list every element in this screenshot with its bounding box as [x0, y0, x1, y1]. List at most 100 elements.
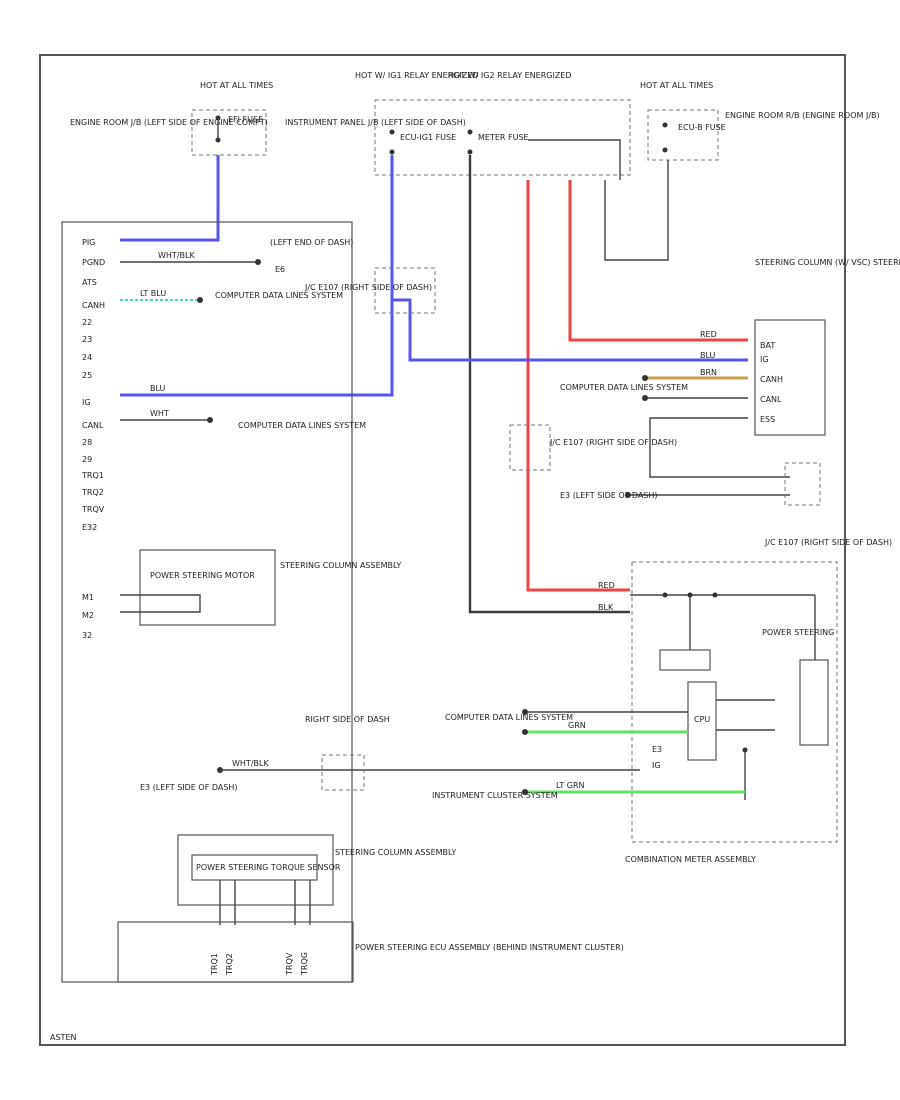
- ecu-pin-label: ATS: [82, 278, 97, 287]
- meter-lcd-box: [799, 659, 829, 746]
- ecu-pin-label: 32: [82, 631, 92, 640]
- ecu-pin-label: TRQ1: [81, 471, 104, 480]
- wire-jb-internal: [528, 139, 621, 180]
- jc-left-box: [374, 267, 436, 314]
- efi-fuse-label: EFI FUSE: [228, 115, 263, 124]
- ecu-pin-label: CANH: [82, 301, 105, 310]
- connector-point: [522, 729, 528, 735]
- motor-winding: [120, 594, 201, 613]
- sensor-pin-label: CANH: [760, 375, 783, 384]
- junction-dot: [712, 592, 718, 598]
- steering-column-label-1: STEERING COLUMN ASSEMBLY: [280, 561, 401, 570]
- steering-sensor-label: STEERING COLUMN (W/ VSC) STEERING SENSOR: [755, 258, 900, 267]
- combination-meter-label: COMBINATION METER ASSEMBLY: [625, 855, 756, 864]
- ps-motor-box: [139, 549, 276, 626]
- fuse-terminal: [467, 149, 473, 155]
- ecu-pin-label: 29: [82, 455, 92, 464]
- connector-point: [522, 709, 528, 715]
- ecu-pin-label: PIG: [82, 238, 95, 247]
- ecu-pin-label: M2: [82, 611, 94, 620]
- meter-cpu-box: [687, 681, 717, 761]
- wire-label-wht-blk-2: WHT/BLK: [232, 759, 269, 768]
- ecu-bottom-pin-label: TRQV: [285, 952, 294, 976]
- ig-label: IG: [652, 761, 661, 770]
- wire-label-blu-2: BLU: [700, 351, 716, 360]
- diagram-frame: [39, 54, 846, 1046]
- wire-ecu-b: [604, 160, 669, 261]
- ecu-pin-label: 23: [82, 335, 92, 344]
- sensor-pin-label: IG: [760, 355, 769, 364]
- fuse-terminal: [662, 122, 668, 128]
- wire-sensor-bat-red: [568, 180, 748, 342]
- fuse-terminal: [389, 129, 395, 135]
- meter-sub-block: [659, 649, 711, 671]
- junction-dot: [662, 592, 668, 598]
- e3-ecu-label: E3: [652, 745, 662, 754]
- steering-column-label-2: STEERING COLUMN ASSEMBLY: [335, 848, 456, 857]
- ecu-pin-label: CANL: [82, 421, 104, 430]
- ecu-pin-label: PGND: [82, 258, 105, 267]
- wire-sensor-ig-blue: [392, 298, 748, 362]
- cds-label-4: COMPUTER DATA LINES SYSTEM: [445, 713, 573, 722]
- ecu-bottom-pin-label: TRQ2: [225, 953, 234, 976]
- connector-point: [207, 417, 213, 423]
- combination-meter-box: [631, 561, 838, 843]
- wire-label-red-2: RED: [598, 581, 615, 590]
- connector-point: [642, 375, 648, 381]
- engine-room-rb-label: ENGINE ROOM R/B (ENGINE ROOM J/B): [725, 111, 880, 120]
- ecu-pin-label: TRQV: [81, 505, 105, 514]
- torque-sensor-inner: [191, 854, 318, 881]
- wire-label-brn: BRN: [700, 368, 717, 377]
- junction-dot: [742, 747, 748, 753]
- wire-label-lt-grn: LT GRN: [556, 781, 585, 790]
- wire-label-wht: WHT: [150, 409, 169, 418]
- hot-at-all-times-right: HOT AT ALL TIMES: [640, 81, 713, 90]
- wire-pig-blue: [120, 155, 220, 242]
- connector-point: [642, 395, 648, 401]
- ground-point: [625, 492, 631, 498]
- instrument-panel-jb-label: INSTRUMENT PANEL J/B (LEFT SIDE OF DASH): [285, 118, 466, 127]
- jc-right-box: [784, 462, 821, 506]
- cpu-label: CPU: [694, 715, 710, 724]
- sensor-pin-label: CANL: [760, 395, 782, 404]
- engine-room-jb-left-box: [191, 109, 267, 156]
- fuse-terminal: [389, 149, 395, 155]
- jc-center-box: [509, 424, 551, 471]
- e3-right-label: E3 (LEFT SIDE OF DASH): [560, 491, 658, 500]
- instrument-cluster-label: INSTRUMENT CLUSTER SYSTEM: [432, 791, 558, 800]
- ecu-pin-label: IG: [82, 398, 91, 407]
- wire-meter-ig-black: [468, 155, 630, 614]
- connector-point: [197, 297, 203, 303]
- wire-label-grn: GRN: [568, 721, 586, 730]
- ecu-label-box: [117, 921, 354, 983]
- sensor-pin-label: ESS: [760, 415, 775, 424]
- ecu-pin-label: 25: [82, 371, 92, 380]
- engine-room-rb-box: [647, 109, 719, 161]
- jc-left-label: J/C E107 (RIGHT SIDE OF DASH): [304, 283, 432, 292]
- ecu-bottom-pin-label: TRQG: [300, 952, 309, 976]
- wire-meter-b-red: [526, 180, 630, 592]
- ground-point: [255, 259, 261, 265]
- fuse-terminal: [662, 147, 668, 153]
- ps-indicator-label: POWER STEERING: [762, 628, 834, 637]
- ecu-b-fuse-label: ECU-B FUSE: [678, 123, 726, 132]
- ecu-pin-label: 28: [82, 438, 92, 447]
- steering-sensor-box: [754, 319, 826, 436]
- e3-lower-label: E3 (LEFT SIDE OF DASH): [140, 783, 238, 792]
- jc-meter-label: J/C E107 (RIGHT SIDE OF DASH): [764, 538, 892, 547]
- footer-code: ASTEN: [50, 1033, 76, 1042]
- cds-label-2: COMPUTER DATA LINES SYSTEM: [238, 421, 366, 430]
- jc-right-label: J/C E107 (RIGHT SIDE OF DASH): [549, 438, 677, 447]
- ps-motor-label: POWER STEERING MOTOR: [150, 571, 255, 580]
- wire-ig-blue: [120, 155, 394, 397]
- engine-room-jb-left-label: ENGINE ROOM J/B (LEFT SIDE OF ENGINE COM…: [70, 118, 268, 127]
- ecu-bottom-pin-label: TRQ1: [210, 953, 219, 976]
- hot-at-all-times-left: HOT AT ALL TIMES: [200, 81, 273, 90]
- right-dash-connector: [321, 754, 365, 791]
- ps-torque-label: POWER STEERING TORQUE SENSOR: [196, 863, 341, 872]
- ecu-pin-label: 22: [82, 318, 92, 327]
- wire-sensor-ess: [649, 417, 790, 478]
- ecu-bottom-pins: TRQ1 TRQ2 TRQV TRQG: [210, 952, 309, 976]
